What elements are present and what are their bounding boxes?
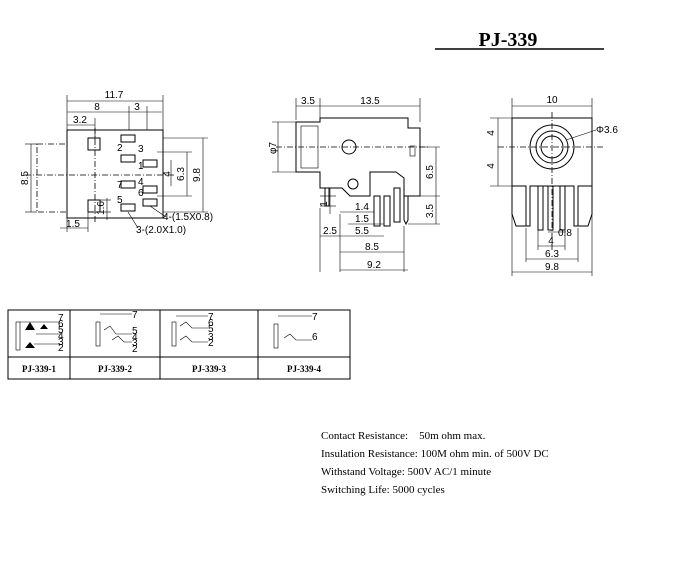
dim-9-2: 9.2 <box>367 260 381 271</box>
dim-left-offset: 3.2 <box>73 115 87 126</box>
spec-label: Withstand Voltage: <box>321 466 405 478</box>
spec-switching-life: Switching Life: 5000 cycles <box>321 484 445 496</box>
dim-1-4: 1.4 <box>355 202 369 213</box>
schematic-pj-339-2: 7 5 4 3 2 <box>95 310 138 355</box>
dim-diameter: Φ3.6 <box>596 125 618 136</box>
pin-label: 2 <box>117 143 123 154</box>
dim-pin-span-right: 3 <box>134 102 140 113</box>
pin-label: 6 <box>138 188 144 199</box>
dim-lower: 4 <box>486 163 497 169</box>
pin-label: 2 <box>58 343 64 354</box>
dim-pad-span-b: 9.8 <box>192 168 203 182</box>
model-label: PJ-339-3 <box>192 364 226 374</box>
pin-label: 7 <box>117 180 123 191</box>
schematic-table: 7 6 5 4 3 2 7 5 4 3 2 7 6 5 3 <box>7 309 351 380</box>
pin-label: 2 <box>208 338 214 349</box>
pin-label: 6 <box>208 318 214 329</box>
spec-label: Insulation Resistance: <box>321 448 418 460</box>
pin-label: 7 <box>208 312 214 323</box>
pin-label: 7 <box>312 312 318 323</box>
spec-withstand-voltage: Withstand Voltage: 500V AC/1 minute <box>321 466 491 478</box>
dim-pin-height: 1 <box>319 201 330 207</box>
pad-note-b: 3-(2.0X1.0) <box>136 225 186 236</box>
front-view: 11.7 8 3 3.2 2 3 1 7 4 5 6 <box>20 90 213 236</box>
spec-value: 50m ohm max. <box>419 430 486 442</box>
side-view: 3.5 13.5 φ7 6.5 3.5 1 1.4 <box>268 96 440 272</box>
spec-value: 500V AC/1 minute <box>407 466 492 478</box>
dim-diameter: φ7 <box>268 142 279 154</box>
dim-right-lower: 3.5 <box>425 204 436 218</box>
pin-label: 6 <box>58 319 64 330</box>
pin-label: 2 <box>132 344 138 355</box>
dim-8-5: 8.5 <box>365 242 379 253</box>
spec-value: 100M ohm min. of 500V DC <box>420 448 549 460</box>
schematic-pj-339-4: 7 6 <box>273 312 318 349</box>
pin-label: 5 <box>117 195 123 206</box>
spec-value: 5000 cycles <box>392 484 445 496</box>
pad-note-a: 4-(1.5X0.8) <box>163 212 213 223</box>
pin-label: 3 <box>208 332 214 343</box>
model-label: PJ-339-2 <box>98 364 132 374</box>
pin-label: 5 <box>58 325 64 336</box>
schematic-pj-339-3: 7 6 5 3 2 <box>171 312 214 349</box>
spec-label: Contact Resistance: <box>321 430 409 442</box>
pin-label: 7 <box>58 313 64 324</box>
model-label: PJ-339-1 <box>22 364 56 374</box>
dim-body: 13.5 <box>360 96 380 107</box>
dim-pad-span-a: 6.3 <box>176 167 187 181</box>
dim-pin-span-left: 8 <box>94 102 100 113</box>
title: PJ-339 <box>479 29 538 51</box>
pin-label: 1 <box>138 161 144 172</box>
pin-label: 3 <box>132 338 138 349</box>
pin-label: 6 <box>312 332 318 343</box>
dim-2-5: 2.5 <box>323 226 337 237</box>
pin-label: 5 <box>132 326 138 337</box>
dim-9-8: 9.8 <box>545 262 559 273</box>
pin-label: 5 <box>208 324 214 335</box>
dim-6-3: 6.3 <box>545 249 559 260</box>
pin-label: 4 <box>58 331 64 342</box>
dim-5-5: 5.5 <box>355 226 369 237</box>
dim-height: 8.5 <box>20 171 31 185</box>
dim-bottom-pad: 1.6 <box>96 201 107 215</box>
pin-label: 3 <box>138 144 144 155</box>
spec-label: Switching Life: <box>321 484 390 496</box>
dim-upper: 4 <box>486 130 497 136</box>
dim-4: 4 <box>548 236 554 247</box>
spec-insulation-resistance: Insulation Resistance: 100M ohm min. of … <box>321 448 549 460</box>
schematic-pj-339-1: 7 6 5 4 3 2 <box>15 313 64 354</box>
dim-1-5: 1.5 <box>355 214 369 225</box>
pin-label: 4 <box>138 177 144 188</box>
dim-bottom-left: 1.5 <box>66 219 80 230</box>
dim-right-height: 6.5 <box>425 165 436 179</box>
spec-contact-resistance: Contact Resistance: 50m ohm max. <box>321 430 485 442</box>
dim-front: 3.5 <box>301 96 315 107</box>
dim-pad-small: 4 <box>162 171 173 177</box>
pin-label: 3 <box>58 337 64 348</box>
pin-label: 7 <box>132 310 138 321</box>
pin-label: 4 <box>132 332 138 343</box>
dim-width: 10 <box>546 95 558 106</box>
end-view: 10 Φ3.6 4 4 0.8 4 6.3 9.8 <box>486 95 618 276</box>
dim-overall-width: 11.7 <box>105 90 124 101</box>
model-label: PJ-339-4 <box>287 364 321 374</box>
